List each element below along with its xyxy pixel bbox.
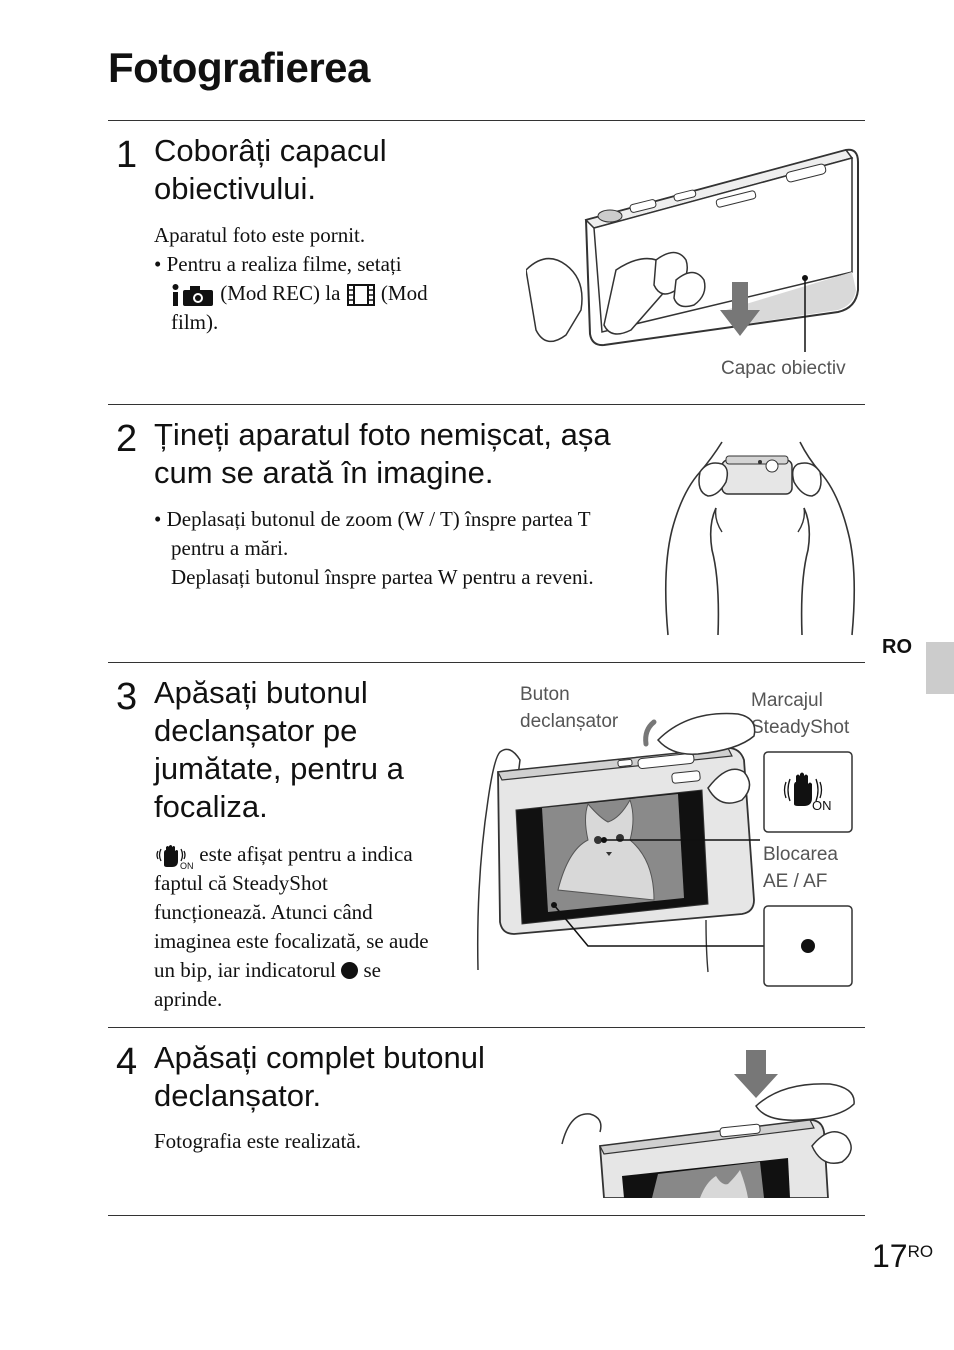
- steadyshot-icon: ON: [156, 845, 194, 869]
- page-number-suffix: RO: [907, 1242, 934, 1261]
- callout-label: Capac obiectiv: [721, 358, 846, 379]
- body-text: Fotografia este realizată.: [154, 1129, 361, 1153]
- step-body: Fotografia este realizată.: [154, 1127, 534, 1156]
- step-number: 3: [116, 676, 138, 718]
- camera-shoot-illustration: [561, 1050, 855, 1198]
- focus-indicator-icon: [341, 962, 359, 980]
- callout-label: Buton declanșator: [520, 684, 619, 732]
- step-body: ON este afișat pentru a indica faptul că…: [154, 840, 444, 1014]
- bullet-continuation-2: film).: [171, 310, 219, 334]
- bullet-text: • Deplasați butonul de zoom (W / T) însp…: [154, 507, 591, 560]
- divider: [108, 1027, 865, 1028]
- step-heading: Țineți aparatul foto nemișcat, așa cum s…: [154, 417, 611, 490]
- step-heading: Coborâți capacul obiectivului.: [154, 133, 387, 206]
- step-number: 1: [116, 134, 138, 176]
- bullet-text-mid: (Mod REC) la: [220, 281, 341, 305]
- language-tab-marker: [926, 642, 954, 694]
- body-text-end: se aprinde.: [154, 958, 381, 1012]
- callout-label: Marcajul SteadyShot: [751, 690, 850, 738]
- step-number: 2: [116, 418, 138, 460]
- divider: [108, 1215, 865, 1216]
- language-tab-label: RO: [882, 636, 912, 658]
- intelligent-auto-icon: [172, 284, 213, 307]
- bullet-text: • Pentru a realiza filme, setați: [154, 252, 402, 276]
- step-body: • Deplasați butonul de zoom (W / T) însp…: [154, 505, 634, 592]
- callout-label: Blocarea AE / AF: [763, 844, 838, 892]
- camera-lens-cover-illustration: [526, 148, 859, 352]
- divider: [108, 662, 865, 663]
- body-text-main: este afișat pentru a indica faptul că St…: [154, 842, 429, 983]
- page-number: 17RO: [872, 1238, 933, 1275]
- svg-text:ON: ON: [180, 861, 194, 869]
- svg-text:ON: ON: [812, 798, 832, 813]
- step-heading: Apăsați complet butonul declanșator.: [154, 1040, 485, 1113]
- step-heading: Apăsați butonul declanșator pe jumătate,…: [154, 675, 404, 824]
- body-text: Deplasați butonul înspre partea W pentru…: [171, 565, 594, 589]
- movie-mode-icon: [346, 284, 375, 307]
- bullet-continuation: (Mod REC) la (Mod: [154, 279, 494, 308]
- step-body: Aparatul foto este pornit. • Pentru a re…: [154, 221, 494, 337]
- step-number: 4: [116, 1041, 138, 1083]
- divider: [108, 120, 865, 121]
- divider: [108, 404, 865, 405]
- bullet-text-end: (Mod: [380, 281, 428, 305]
- page-number-value: 17: [872, 1238, 908, 1274]
- holding-camera-illustration: [664, 441, 856, 636]
- camera-focus-illustration: ON: [476, 712, 853, 987]
- body-text: Aparatul foto este pornit.: [154, 223, 366, 247]
- page-title: Fotografierea: [108, 44, 370, 91]
- body-text: ON este afișat pentru a indica faptul că…: [154, 840, 444, 1014]
